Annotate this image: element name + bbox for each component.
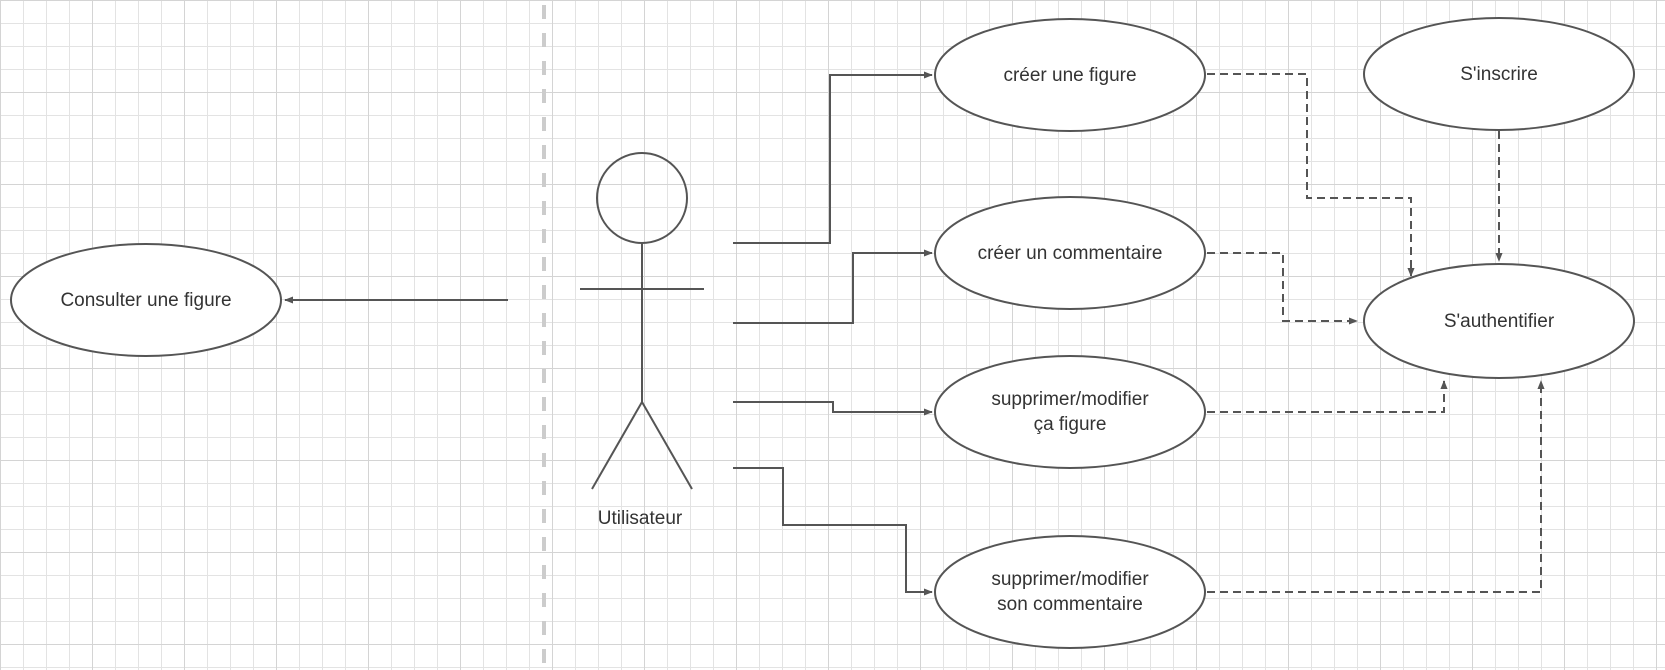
usecase-creer-figure[interactable] <box>934 18 1206 132</box>
usecase-consulter-figure[interactable] <box>10 243 282 357</box>
usecase-authentifier[interactable] <box>1363 263 1635 379</box>
edge-modifier-commentaire-authentifier <box>1207 380 1545 593</box>
usecase-modifier-commentaire[interactable] <box>934 535 1206 649</box>
usecase-creer-commentaire[interactable] <box>934 196 1206 310</box>
usecase-inscrire[interactable] <box>1363 17 1635 131</box>
edge-actor-modifier-figure <box>733 401 933 416</box>
actor-head <box>596 152 688 244</box>
actor-right-leg <box>641 401 693 490</box>
actor-figure[interactable] <box>580 152 704 490</box>
actor-name: Utilisateur <box>597 508 683 529</box>
usecase-modifier-figure[interactable] <box>934 355 1206 469</box>
edge-creer-commentaire-authentifier <box>1207 252 1358 325</box>
edge-actor-creer-commentaire <box>733 249 933 324</box>
actor-left-leg <box>591 401 643 490</box>
edge-creer-figure-authentifier <box>1207 73 1415 277</box>
edge-actor-creer-figure <box>733 71 933 244</box>
edge-actor-modifier-commentaire <box>733 467 933 596</box>
edge-modifier-figure-authentifier <box>1207 380 1448 413</box>
